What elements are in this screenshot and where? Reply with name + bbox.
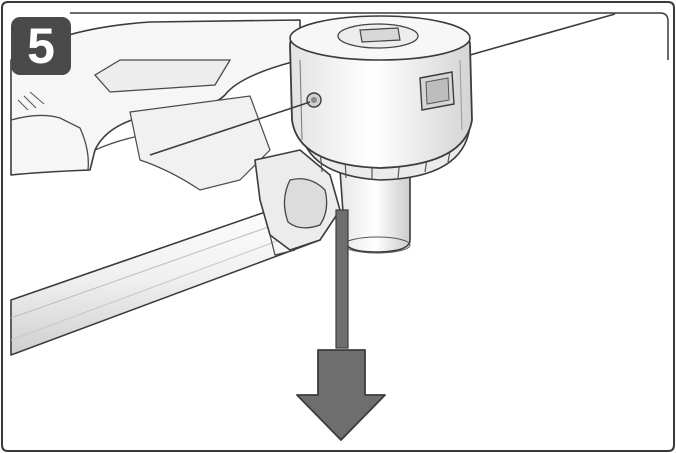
down-arrow-icon	[296, 349, 386, 441]
motor-housing	[339, 169, 411, 254]
guard-shield	[10, 19, 301, 191]
step-number-badge: 5	[11, 17, 71, 75]
guide-bar	[335, 209, 349, 349]
trimmer-head	[289, 15, 473, 181]
mounting-bracket	[254, 149, 341, 256]
shaft-tube	[10, 199, 321, 356]
cutting-line	[149, 13, 616, 156]
